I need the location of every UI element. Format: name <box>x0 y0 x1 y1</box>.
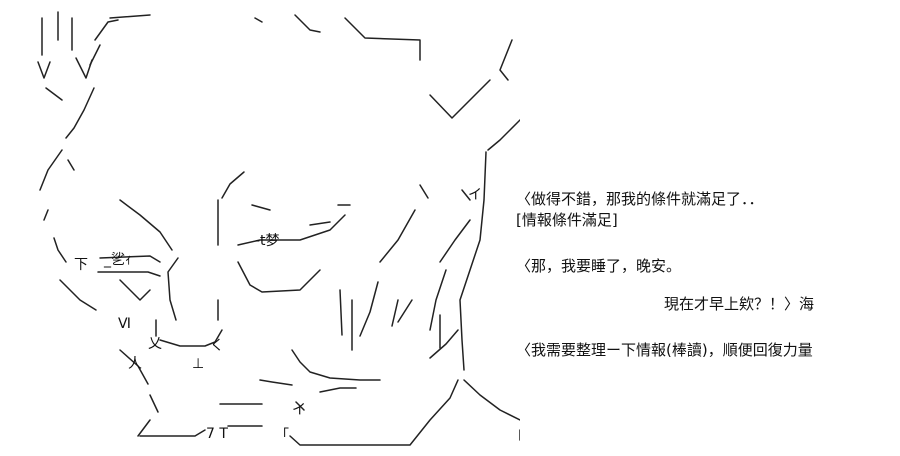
antler-stroke <box>94 14 151 41</box>
antler-stroke <box>37 57 93 79</box>
chin <box>289 379 459 446</box>
chin <box>119 349 159 437</box>
face-contour <box>217 171 245 246</box>
art-glyph-t-yume: -t梦 <box>255 233 280 249</box>
muzzle <box>155 319 223 347</box>
chin <box>463 379 520 441</box>
antler-stroke <box>487 118 520 151</box>
art-glyph-yuki: _乷ｨ <box>104 252 132 268</box>
antler-stroke <box>429 79 491 119</box>
art-glyph-i-right: イ <box>468 187 482 203</box>
head-contour <box>379 209 471 263</box>
face-contour <box>167 257 179 321</box>
art-glyph-x: 乂 <box>148 336 162 352</box>
muzzle <box>291 349 381 381</box>
ascii-art-creature <box>37 11 520 446</box>
art-glyph-shita: 下 <box>74 257 88 273</box>
dialogue-line-4: 現在才早上欸？！〉海 <box>664 295 815 313</box>
dialogue-line-5: 〈我需要整理ー下情報(棒讀)，順便回復力量 <box>516 341 813 359</box>
antler-stroke <box>254 14 421 61</box>
dialogue-line-3: 〈那，我要睡了，晚安。 <box>516 257 682 275</box>
dialogue-line-1: 〈做得不錯，那我的條件就滿足了．． <box>516 190 764 208</box>
face-contour <box>43 199 173 251</box>
eye-right <box>237 214 346 246</box>
art-glyph-hito: 人 <box>128 356 142 372</box>
face-contour <box>59 279 151 311</box>
dialogue-line-2: [情報條件滿足] <box>516 211 618 229</box>
art-glyph-ru: ｢ <box>282 428 289 444</box>
art-glyph-ue: ⊥ <box>192 356 205 372</box>
head-contour <box>419 184 471 201</box>
antler-stroke <box>41 11 73 56</box>
art-glyph-i-left: イ <box>292 402 306 418</box>
chin <box>219 403 263 427</box>
tuft <box>53 159 75 263</box>
chin <box>139 429 206 437</box>
head-contour <box>459 151 487 371</box>
eye-left <box>97 255 161 277</box>
antler-stroke <box>499 39 513 81</box>
head-contour <box>397 269 447 331</box>
art-glyph-vi: Ⅵ <box>118 316 131 332</box>
antler-stroke <box>39 87 63 191</box>
art-glyph-ku: く <box>210 338 224 354</box>
muzzle <box>259 379 357 393</box>
chin <box>351 299 441 351</box>
antler-stroke <box>65 44 101 139</box>
face-contour <box>251 204 351 226</box>
art-glyph-seven-t: 7 T <box>206 426 228 442</box>
muzzle <box>217 281 379 337</box>
chin <box>295 329 459 411</box>
eye-right <box>237 261 321 293</box>
